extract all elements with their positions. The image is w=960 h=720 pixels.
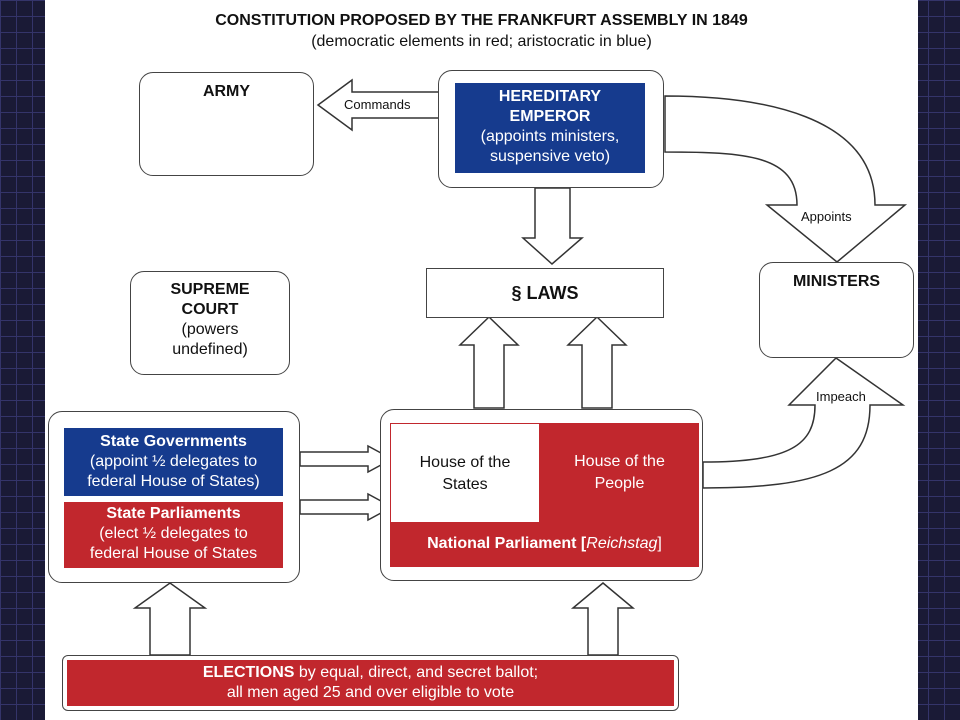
army-label: ARMY bbox=[202, 83, 251, 100]
emperor-line3: (appoints ministers, bbox=[480, 128, 620, 145]
emperor-line2: EMPEROR bbox=[509, 108, 591, 125]
hereditary-emperor-box: HEREDITARY EMPEROR (appoints ministers, … bbox=[455, 83, 645, 173]
parliament-to-laws-arrow-left bbox=[458, 315, 520, 409]
elections-rest: by equal, direct, and secret ballot; bbox=[294, 664, 539, 681]
house-of-states-box: House of the States bbox=[390, 423, 540, 523]
supreme-court-box: SUPREME COURT (powers undefined) bbox=[130, 271, 290, 375]
state-governments-box: State Governments (appoint ½ delegates t… bbox=[64, 428, 283, 496]
diagram-title: CONSTITUTION PROPOSED BY THE FRANKFURT A… bbox=[215, 12, 748, 29]
state-gov-line2: (appoint ½ delegates to bbox=[89, 453, 258, 470]
ministers-box: MINISTERS bbox=[759, 262, 914, 358]
state-parliaments-box: State Parliaments (elect ½ delegates to … bbox=[64, 502, 283, 568]
house-states-line1: House of the bbox=[419, 454, 511, 471]
elections-line2: all men aged 25 and over eligible to vot… bbox=[226, 684, 515, 701]
house-states-line2: States bbox=[442, 476, 488, 493]
state-parl-to-house-arrow bbox=[299, 492, 394, 522]
state-parl-line1: State Parliaments bbox=[106, 505, 241, 522]
national-parliament-box: National Parliament [Reichstag] bbox=[390, 523, 699, 567]
national-parliament-italic: Reichstag bbox=[586, 535, 658, 552]
appoints-arrow bbox=[664, 95, 908, 263]
army-box: ARMY bbox=[139, 72, 314, 176]
emperor-line4: suspensive veto) bbox=[489, 148, 611, 165]
supreme-court-line3: (powers bbox=[181, 321, 239, 338]
elections-to-parliament-arrow bbox=[570, 582, 636, 656]
elections-bold: ELECTIONS bbox=[202, 664, 295, 681]
ministers-label: MINISTERS bbox=[792, 273, 881, 290]
national-parliament-end: ] bbox=[657, 535, 662, 552]
elections-box: ELECTIONS by equal, direct, and secret b… bbox=[67, 660, 674, 706]
laws-box: § LAWS bbox=[426, 268, 664, 318]
commands-arrow bbox=[316, 78, 441, 132]
elections-to-states-arrow bbox=[132, 582, 208, 656]
state-gov-to-house-arrow bbox=[299, 444, 394, 474]
elections-line1: ELECTIONS by equal, direct, and secret b… bbox=[67, 663, 674, 683]
supreme-court-line2: COURT bbox=[181, 301, 239, 318]
appoints-label: Appoints bbox=[801, 209, 852, 224]
supreme-court-line1: SUPREME bbox=[170, 281, 250, 298]
state-gov-line1: State Governments bbox=[100, 433, 247, 450]
diagram-subtitle: (democratic elements in red; aristocrati… bbox=[311, 33, 652, 50]
emperor-to-laws-arrow bbox=[521, 187, 585, 265]
house-of-people-box: House of the People bbox=[540, 423, 699, 523]
supreme-court-line4: undefined) bbox=[172, 341, 248, 358]
state-gov-line3: federal House of States) bbox=[87, 473, 260, 490]
national-parliament-main: National Parliament [ bbox=[427, 535, 587, 552]
impeach-label: Impeach bbox=[816, 389, 866, 404]
state-parl-line3: federal House of States bbox=[89, 545, 258, 562]
laws-label: § LAWS bbox=[511, 283, 579, 303]
emperor-line1: HEREDITARY bbox=[498, 88, 602, 105]
parliament-to-laws-arrow-right bbox=[566, 315, 628, 409]
house-people-line1: House of the bbox=[574, 453, 665, 470]
state-parl-line2: (elect ½ delegates to bbox=[99, 525, 248, 542]
impeach-arrow bbox=[702, 357, 906, 489]
house-people-line2: People bbox=[594, 475, 645, 492]
commands-label: Commands bbox=[344, 97, 411, 112]
